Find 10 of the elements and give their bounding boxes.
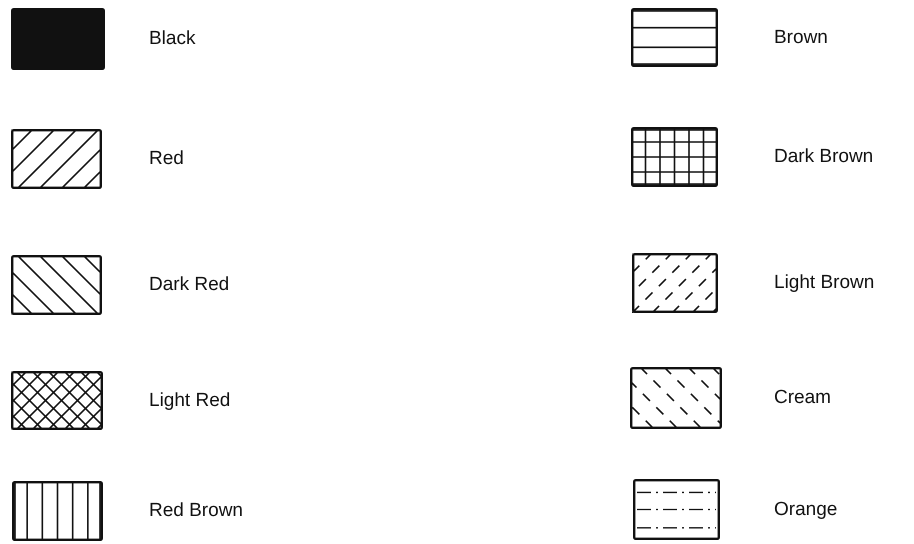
legend-label: Light Brown — [774, 272, 874, 294]
legend-label: Dark Red — [149, 274, 230, 296]
legend-label: Light Red — [149, 390, 230, 412]
legend-label: Red — [149, 148, 184, 170]
legend-label: Brown — [774, 26, 828, 48]
legend-label: Red Brown — [149, 500, 243, 522]
legend-label: Orange — [774, 498, 838, 520]
legend-label: Cream — [774, 387, 832, 409]
legend-label: Dark Brown — [774, 146, 874, 168]
legend-label: Black — [149, 28, 196, 50]
